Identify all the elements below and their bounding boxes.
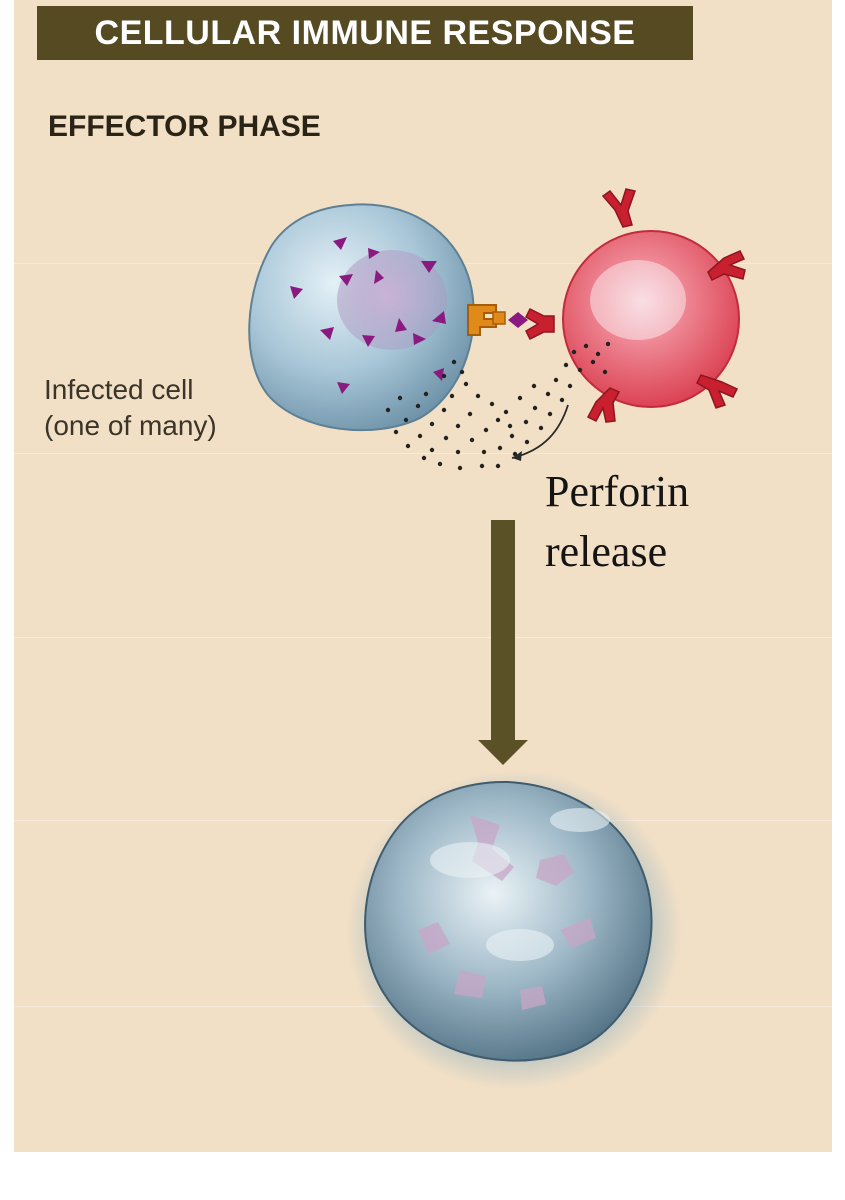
membrane-highlights: [430, 808, 610, 961]
panel-divider: [14, 453, 832, 454]
perforin-label-line1: Perforin: [545, 467, 690, 516]
cytotoxic-t-cell: [525, 188, 746, 423]
title-bar: CELLULAR IMMUNE RESPONSE: [37, 6, 693, 60]
phase-label: EFFECTOR PHASE: [48, 110, 321, 143]
perforin-label-line2: release: [545, 527, 668, 576]
infected-cell-label: Infected cell (one of many): [44, 372, 217, 444]
panel-divider: [14, 637, 832, 638]
infected-cell-label-line1: Infected cell: [44, 374, 194, 405]
lysed-cell: [346, 770, 682, 1090]
perforin-arrowhead: [512, 451, 522, 461]
perforin-label: Perforin release: [545, 462, 689, 582]
perforin-granules: [385, 341, 611, 471]
infected-cell-label-line2: (one of many): [44, 410, 217, 441]
surface-receptors: [525, 188, 746, 423]
lysis-arrow: [478, 520, 528, 765]
virus-particles: [290, 237, 446, 394]
receptor-binding: [467, 304, 528, 336]
perforin-curve-arrow: [511, 404, 569, 459]
diagram-title: CELLULAR IMMUNE RESPONSE: [94, 13, 636, 52]
nucleus: [337, 250, 447, 350]
infected-cell: [248, 203, 475, 432]
